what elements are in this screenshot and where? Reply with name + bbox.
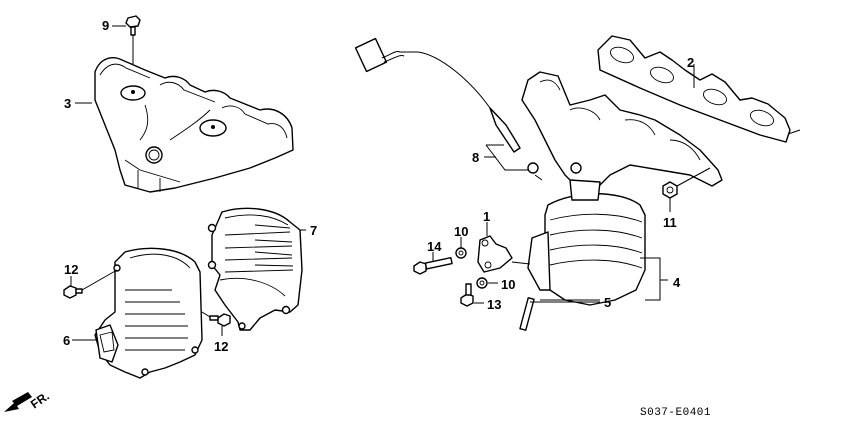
part-1-bracket[interactable] xyxy=(477,222,531,273)
callout-3[interactable]: 3 xyxy=(64,96,72,111)
diagram-code: S037-E0401 xyxy=(640,407,712,419)
front-direction-arrow-icon xyxy=(4,392,32,412)
part-12-bolt-left[interactable] xyxy=(63,269,118,299)
callout-4[interactable]: 4 xyxy=(673,275,681,290)
callout-6[interactable]: 6 xyxy=(63,333,71,348)
part-14-bolt[interactable] xyxy=(413,252,453,275)
callout-11[interactable]: 11 xyxy=(663,215,677,230)
part-10-washer-upper[interactable] xyxy=(455,237,467,259)
part-6-lower-heat-shield-front[interactable] xyxy=(72,247,203,379)
part-8-oxygen-sensor[interactable] xyxy=(354,37,543,181)
callout-5[interactable]: 5 xyxy=(604,295,612,310)
part-4-exhaust-manifold-catalytic-converter[interactable] xyxy=(521,71,723,306)
part-7-lower-heat-shield-rear[interactable] xyxy=(207,207,307,331)
callout-14[interactable]: 14 xyxy=(427,239,442,254)
part-12-bolt-right[interactable] xyxy=(201,311,231,336)
part-3-upper-heat-shield[interactable] xyxy=(75,57,294,193)
callout-9[interactable]: 9 xyxy=(102,18,110,33)
callout-10-upper[interactable]: 10 xyxy=(454,224,469,239)
callout-8[interactable]: 8 xyxy=(472,150,480,165)
callout-2[interactable]: 2 xyxy=(687,55,695,70)
part-11-self-locking-nut[interactable] xyxy=(662,167,711,212)
part-5-stud-bolt[interactable] xyxy=(519,297,600,331)
callout-13[interactable]: 13 xyxy=(487,297,502,312)
part-10-washer-lower[interactable] xyxy=(476,277,498,289)
part-13-bolt[interactable] xyxy=(460,283,484,307)
part-2-exhaust-manifold-gasket[interactable] xyxy=(597,35,801,143)
callout-10-lower[interactable]: 10 xyxy=(501,277,516,292)
callout-12-right[interactable]: 12 xyxy=(214,339,229,354)
callout-7[interactable]: 7 xyxy=(310,223,318,238)
callout-1[interactable]: 1 xyxy=(483,209,491,224)
callout-12-left[interactable]: 12 xyxy=(64,262,79,277)
